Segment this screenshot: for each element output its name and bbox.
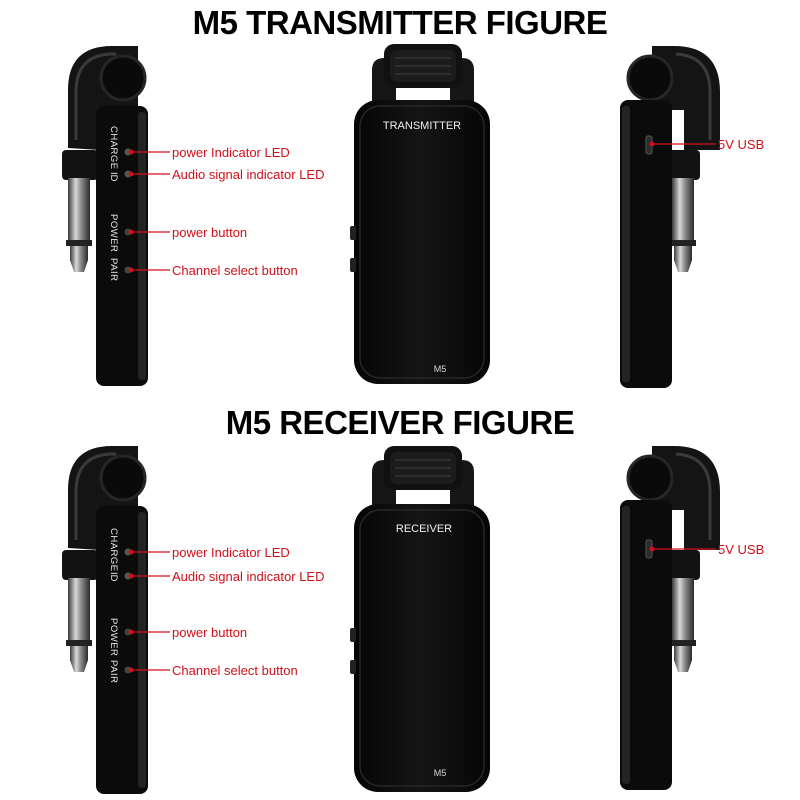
callout-channel-button: Channel select button — [172, 263, 298, 278]
jack-sleeve — [68, 178, 90, 240]
receiver-front-body — [354, 504, 490, 792]
right-body — [620, 100, 672, 388]
side-label-charge: CHARGE — [108, 126, 119, 170]
jack-pivot — [99, 54, 147, 102]
side-label-id: ID — [108, 172, 119, 182]
receiver-jack-pivot — [99, 454, 147, 502]
receiver-left-body — [96, 506, 148, 794]
receiver-right-jack-ring — [670, 640, 696, 646]
receiver-callout-dot-usb — [649, 546, 655, 552]
receiver-side-label-charge: CHARGE — [108, 528, 119, 572]
callout-power-led: power Indicator LED — [172, 145, 290, 160]
receiver-jack-tip — [70, 660, 88, 672]
right-jack-tip — [674, 260, 692, 272]
callout-dot-power-led — [128, 149, 134, 155]
jack-plug-body — [62, 150, 98, 180]
jack-tip — [70, 260, 88, 272]
jack-ring — [66, 240, 92, 246]
front-view: TRANSMITTER M5 — [350, 44, 490, 384]
side-label-power: POWER — [108, 214, 119, 252]
callout-audio-led: Audio signal indicator LED — [172, 167, 325, 182]
receiver-jack-arm-highlight — [74, 452, 116, 540]
right-jack-ring-2 — [674, 246, 692, 260]
receiver-title: M5 RECEIVER FIGURE — [225, 404, 575, 441]
receiver-callout-power-button: power button — [172, 625, 248, 640]
receiver-front-model-label: M5 — [434, 768, 447, 778]
jack-ring-2 — [70, 246, 88, 260]
receiver-jack-ring — [66, 640, 92, 646]
callout-dot-power-button — [128, 229, 134, 235]
front-body — [354, 100, 490, 384]
receiver-front-body-bevel — [359, 509, 485, 787]
receiver-front-view: RECEIVER M5 — [350, 446, 490, 792]
receiver-front-side-button-1 — [350, 628, 356, 642]
receiver-front-label: RECEIVER — [396, 523, 452, 535]
receiver-right-jack-plug-body — [666, 550, 700, 580]
right-jack-pivot — [626, 54, 674, 102]
receiver-right-body — [620, 500, 672, 790]
front-label: TRANSMITTER — [383, 120, 461, 132]
front-body-bevel — [359, 105, 485, 379]
receiver-callout-dot-power-button — [128, 629, 134, 635]
receiver-callout-dot-power-led — [128, 549, 134, 555]
front-model-label: M5 — [434, 364, 447, 374]
receiver-callout-dot-channel-button — [128, 667, 134, 673]
callout-usb: 5V USB — [718, 137, 765, 152]
right-jack-ring — [670, 240, 696, 246]
receiver-left-body-edge — [138, 512, 146, 788]
receiver-right-body-edge — [622, 506, 630, 784]
transmitter-title: M5 TRANSMITTER FIGURE — [192, 4, 608, 41]
receiver-right-jack-sleeve — [672, 578, 694, 640]
callout-power-button: power button — [172, 225, 248, 240]
right-jack-plug-body — [666, 150, 700, 180]
receiver-side-label-id: ID — [108, 572, 119, 582]
receiver-right-jack-arm-highlight — [675, 452, 712, 540]
side-label-pair: PAIR — [108, 258, 119, 281]
receiver-front-side-button-2 — [350, 660, 356, 674]
receiver-right-side-view — [620, 446, 720, 790]
receiver-jack-plug-body — [62, 550, 98, 580]
receiver-right-jack-pivot — [626, 454, 674, 502]
receiver-side-label-power: POWER — [108, 618, 119, 656]
receiver-right-jack-ring-2 — [674, 646, 692, 660]
left-body-edge — [138, 112, 146, 380]
receiver-callout-audio-led: Audio signal indicator LED — [172, 569, 325, 584]
receiver-side-label-pair: PAIR — [108, 660, 119, 683]
receiver-left-side-view: CHARGE ID POWER PAIR — [62, 446, 170, 794]
callout-dot-channel-button — [128, 267, 134, 273]
right-jack-arm-highlight — [675, 52, 712, 140]
transmitter-section: CHARGE ID POWER PAIR — [62, 44, 765, 388]
receiver-jack-ring-2 — [70, 646, 88, 660]
receiver-callout-usb: 5V USB — [718, 542, 765, 557]
receiver-section: CHARGE ID POWER PAIR — [0, 400, 800, 800]
receiver-right-jack-tip — [674, 660, 692, 672]
receiver-illustration: CHARGE ID POWER PAIR — [62, 446, 720, 794]
receiver-jack-sleeve — [68, 578, 90, 640]
transmitter-illustration: CHARGE ID POWER PAIR — [62, 44, 720, 388]
receiver-callout-channel-button: Channel select button — [172, 663, 298, 678]
right-side-view — [620, 46, 720, 388]
receiver-callout-dot-audio-led — [128, 573, 134, 579]
right-jack-sleeve — [672, 178, 694, 240]
front-side-button-1 — [350, 226, 356, 240]
front-side-button-2 — [350, 258, 356, 272]
left-body — [96, 106, 148, 386]
callout-dot-audio-led — [128, 171, 134, 177]
receiver-callout-power-led: power Indicator LED — [172, 545, 290, 560]
jack-arm-highlight — [74, 52, 116, 140]
right-body-edge — [622, 106, 630, 382]
left-side-view: CHARGE ID POWER PAIR — [62, 46, 170, 386]
callout-dot-usb — [649, 141, 655, 147]
